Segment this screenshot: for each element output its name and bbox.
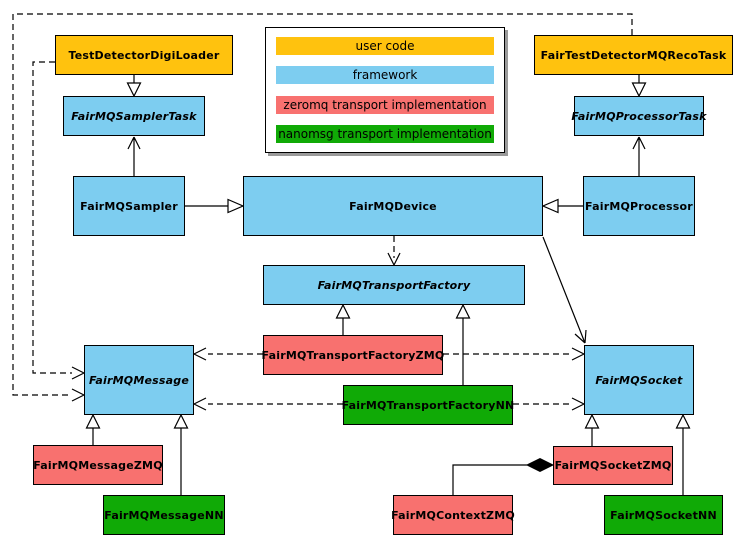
legend-item-framework: framework bbox=[276, 66, 494, 85]
legend-item-nanomsg: nanomsg transport implementation bbox=[276, 124, 494, 143]
class-label: FairMQDevice bbox=[349, 199, 437, 213]
legend-label: user code bbox=[355, 39, 415, 53]
class-label: FairMQProcessorTask bbox=[571, 109, 707, 123]
inheritance-arrow-factoryzmq-transportfactory bbox=[335, 303, 351, 335]
composition-connector-socketzmq-contextzmq bbox=[452, 457, 555, 495]
inheritance-arrow-socketzmq-socket bbox=[584, 413, 600, 446]
class-box-fairmqmessagezmq: FairMQMessageZMQ bbox=[33, 445, 163, 485]
legend-label: nanomsg transport implementation bbox=[278, 126, 492, 141]
dependency-arrow-recotask-message bbox=[12, 13, 633, 402]
class-label: TestDetectorDigiLoader bbox=[68, 48, 220, 62]
legend-item-user-code: user code bbox=[276, 37, 494, 55]
association-arrow-sampler-samplertask bbox=[127, 136, 141, 176]
legend-item-zeromq: zeromq transport implementation bbox=[276, 95, 494, 114]
class-box-fairmqprocessor: FairMQProcessor bbox=[583, 176, 695, 236]
association-arrow-processor-processortask bbox=[632, 136, 646, 176]
class-box-fairmqprocessortask: FairMQProcessorTask bbox=[571, 96, 707, 136]
class-box-fairmqmessagenn: FairMQMessageNN bbox=[103, 495, 225, 535]
class-box-fairmqtransportfactory: FairMQTransportFactory bbox=[263, 265, 525, 305]
class-label: FairMQSocketZMQ bbox=[554, 459, 672, 472]
dependency-arrow-factoryzmq-message bbox=[193, 347, 263, 361]
class-box-fairmqmessage: FairMQMessage bbox=[84, 345, 194, 415]
class-label: FairMQSocket bbox=[595, 373, 683, 387]
class-label: FairMQSamplerTask bbox=[71, 109, 197, 123]
inheritance-arrow-sampler-device bbox=[185, 198, 245, 214]
class-label: FairMQTransportFactoryZMQ bbox=[261, 348, 445, 362]
class-label: FairMQContextZMQ bbox=[391, 508, 515, 522]
class-label: FairMQSampler bbox=[80, 199, 178, 213]
legend-label: framework bbox=[352, 68, 418, 83]
class-label: FairMQTransportFactory bbox=[317, 278, 471, 292]
association-arrow-device-socket bbox=[542, 236, 587, 344]
class-label: FairMQMessageNN bbox=[104, 508, 224, 522]
dependency-arrow-factoryzmq-socket bbox=[443, 347, 585, 361]
inheritance-arrow-messagezmq-message bbox=[85, 413, 101, 445]
inheritance-arrow-messagenn-message bbox=[173, 413, 189, 495]
inheritance-arrow-socketnn-socket bbox=[675, 413, 691, 495]
class-label: FairMQProcessor bbox=[585, 199, 693, 213]
inheritance-arrow-recotask-processortask bbox=[631, 75, 647, 98]
class-box-fairmqsocketnn: FairMQSocketNN bbox=[604, 495, 723, 535]
class-box-fairmqcontextzmq: FairMQContextZMQ bbox=[391, 495, 515, 535]
class-box-fairmqdevice: FairMQDevice bbox=[243, 176, 543, 236]
inheritance-arrow-processor-device bbox=[541, 198, 583, 214]
class-box-fairtestdetectormqrecotask: FairTestDetectorMQRecoTask bbox=[534, 35, 733, 75]
class-label: FairTestDetectorMQRecoTask bbox=[540, 48, 727, 62]
legend-label: zeromq transport implementation bbox=[283, 97, 487, 112]
class-box-fairmqsocketzmq: FairMQSocketZMQ bbox=[553, 446, 673, 485]
inheritance-arrow-digiloader-samplertask bbox=[126, 75, 142, 98]
class-box-fairmqsocket: FairMQSocket bbox=[584, 345, 694, 415]
class-label: FairMQMessage bbox=[88, 373, 190, 387]
dependency-arrow-factorynn-socket bbox=[513, 397, 585, 411]
dependency-arrow-device-transportfactory bbox=[387, 236, 401, 266]
class-box-testdetectordigiloader: TestDetectorDigiLoader bbox=[55, 35, 233, 75]
class-box-fairmqtransportfactorynn: FairMQTransportFactoryNN bbox=[341, 385, 515, 425]
class-label: FairMQMessageZMQ bbox=[33, 458, 163, 472]
dependency-arrow-factorynn-message bbox=[193, 397, 343, 411]
class-box-fairmqtransportfactoryzmq: FairMQTransportFactoryZMQ bbox=[261, 335, 445, 375]
class-label: FairMQTransportFactoryNN bbox=[341, 398, 515, 412]
class-label: FairMQSocketNN bbox=[610, 508, 717, 522]
class-box-fairmqsampler: FairMQSampler bbox=[73, 176, 185, 236]
dependency-arrow-digiloader-message bbox=[32, 61, 85, 380]
legend: user code framework zeromq transport imp… bbox=[265, 27, 505, 153]
class-box-fairmqsamplertask: FairMQSamplerTask bbox=[63, 96, 205, 136]
inheritance-arrow-factorynn-transportfactory bbox=[455, 303, 471, 385]
